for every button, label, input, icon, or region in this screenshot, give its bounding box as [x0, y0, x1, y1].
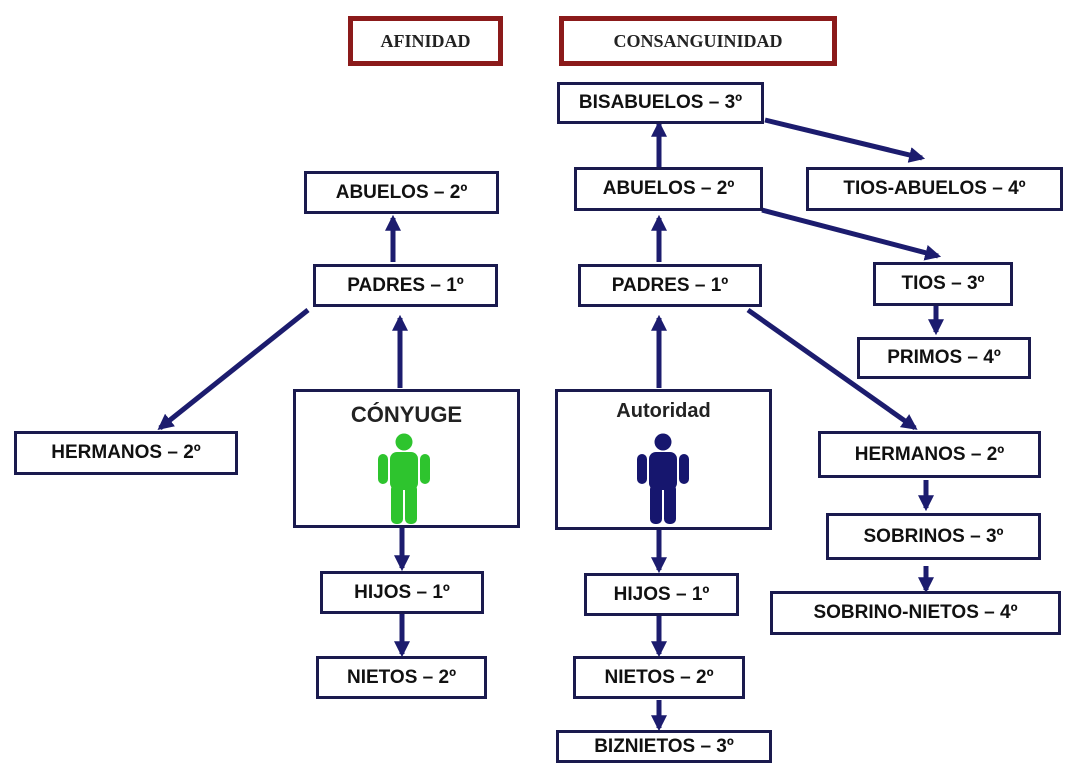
conyuge-box: CÓNYUGE [293, 389, 520, 528]
header-afinidad-label: AFINIDAD [380, 30, 471, 51]
arrow-af-padres-hermanos [157, 308, 310, 430]
header-consanguinidad: CONSANGUINIDAD [559, 16, 837, 66]
co-primos-label: PRIMOS – 4º [887, 347, 1001, 368]
co-biznietos-label: BIZNIETOS – 3º [594, 735, 734, 757]
conyuge-label: CÓNYUGE [350, 402, 463, 427]
af-hermanos-label: HERMANOS – 2º [51, 442, 201, 463]
co-primos-box: PRIMOS – 4º [857, 337, 1031, 379]
co-sobrinonietos-box: SOBRINO-NIETOS – 4º [770, 591, 1061, 635]
arrow-co-padres-hermanos [746, 307, 918, 431]
co-padres-label: PADRES – 1º [611, 274, 729, 296]
af-hijos-box: HIJOS – 1º [320, 571, 484, 614]
co-sobrinonietos-label: SOBRINO-NIETOS – 4º [813, 602, 1018, 623]
co-abuelos-box: ABUELOS – 2º [574, 167, 763, 211]
af-padres-label: PADRES – 1º [347, 274, 464, 296]
co-nietos-box: NIETOS – 2º [573, 656, 745, 699]
co-hijos-label: HIJOS – 1º [613, 583, 710, 605]
co-hermanos-box: HERMANOS – 2º [818, 431, 1041, 478]
header-afinidad: AFINIDAD [348, 16, 503, 66]
af-padres-box: PADRES – 1º [313, 264, 498, 307]
af-nietos-box: NIETOS – 2º [316, 656, 487, 699]
af-hermanos-box: HERMANOS – 2º [14, 431, 238, 475]
co-tios-box: TIOS – 3º [873, 262, 1013, 306]
co-padres-box: PADRES – 1º [578, 264, 762, 307]
af-hijos-label: HIJOS – 1º [354, 581, 450, 603]
af-nietos-label: NIETOS – 2º [346, 666, 457, 688]
person-icon-autoridad [637, 433, 689, 524]
co-nietos-label: NIETOS – 2º [604, 666, 714, 688]
co-sobrinos-label: SOBRINOS – 3º [863, 525, 1004, 547]
header-consanguinidad-label: CONSANGUINIDAD [613, 30, 783, 51]
co-hijos-box: HIJOS – 1º [584, 573, 739, 616]
autoridad-label: Autoridad [616, 400, 711, 422]
person-icon-conyuge [378, 433, 430, 524]
autoridad-box: Autoridad [555, 389, 772, 530]
arrow-co-bisabuelos-tiosabuelos [764, 117, 926, 163]
co-sobrinos-box: SOBRINOS – 3º [826, 513, 1041, 560]
co-biznietos-box: BIZNIETOS – 3º [556, 730, 772, 763]
af-abuelos-label: ABUELOS – 2º [335, 181, 468, 203]
arrow-co-abuelos-tios [761, 207, 942, 261]
af-abuelos-box: ABUELOS – 2º [304, 171, 499, 214]
co-abuelos-label: ABUELOS – 2º [602, 178, 735, 199]
co-bisabuelos-label: BISABUELOS – 3º [578, 92, 743, 113]
co-bisabuelos-box: BISABUELOS – 3º [557, 82, 764, 124]
co-tios-label: TIOS – 3º [901, 273, 985, 294]
co-tiosabuelos-label: TIOS-ABUELOS – 4º [843, 178, 1026, 199]
co-tiosabuelos-box: TIOS-ABUELOS – 4º [806, 167, 1063, 211]
co-hermanos-label: HERMANOS – 2º [854, 443, 1005, 465]
